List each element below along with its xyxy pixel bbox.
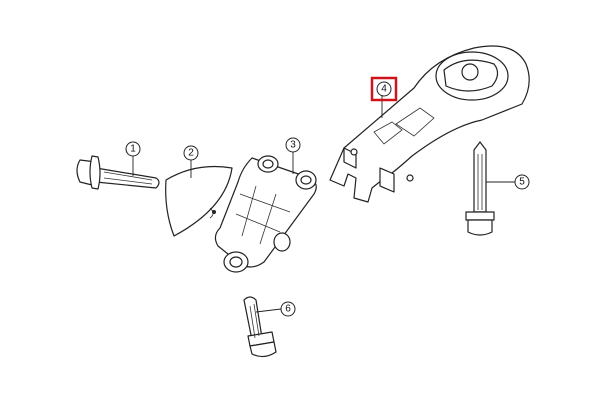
callout-label: 2: [188, 148, 194, 159]
part-1-bolt[interactable]: [76, 155, 160, 190]
callout-label: 4: [381, 84, 387, 95]
callout-label: 5: [519, 177, 525, 188]
part-6-bolt[interactable]: [243, 296, 277, 358]
callout-4[interactable]: 4: [376, 81, 392, 97]
part-4-torque-strut[interactable]: [329, 45, 530, 203]
part-2-shield[interactable]: [165, 165, 233, 237]
callout-3[interactable]: 3: [285, 137, 301, 153]
part-3-bracket[interactable]: [214, 155, 317, 273]
callout-1[interactable]: 1: [125, 141, 141, 157]
callout-6[interactable]: 6: [280, 301, 296, 317]
callout-label: 6: [285, 304, 291, 315]
part-5-bolt[interactable]: [465, 141, 495, 236]
callout-label: 1: [130, 144, 136, 155]
callout-label: 3: [290, 140, 296, 151]
leader-lines: [132, 96, 515, 313]
callout-5[interactable]: 5: [514, 174, 530, 190]
highlight-box: [370, 76, 398, 102]
callout-2[interactable]: 2: [183, 145, 199, 161]
